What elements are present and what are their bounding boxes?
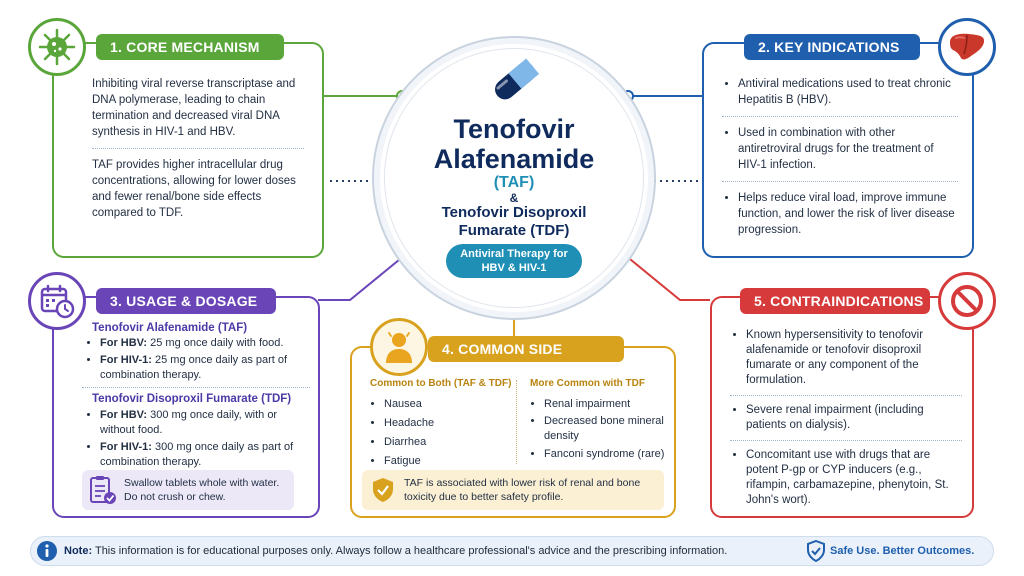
side-effects-col2-list: Renal impairment Decreased bone mineral … — [530, 396, 684, 464]
center-title2-line1: Tenofovir Disoproxil — [441, 204, 587, 221]
core-icon-circle — [28, 18, 86, 76]
core-divider — [92, 148, 304, 149]
side-effect-item: Fanconi syndrome (rare) — [544, 446, 684, 462]
indications-divider — [722, 181, 958, 182]
checklist-icon — [90, 476, 116, 504]
person-icon — [386, 332, 412, 363]
prohibited-icon — [951, 285, 983, 317]
center-badge-line2: HBV & HIV-1 — [481, 262, 547, 274]
usage-icon-circle — [28, 272, 86, 330]
usage-header: 3. USAGE & DOSAGE — [96, 288, 276, 314]
core-mechanism-header: 1. CORE MECHANISM — [96, 34, 284, 60]
usage-taf-title: Tenofovir Alafenamide (TAF) — [92, 322, 248, 334]
contra-list: Known hypersensitivity to tenofovir alaf… — [730, 328, 962, 510]
center-title2-line2: Fumarate (TDF) — [458, 222, 570, 239]
core-paragraph-1: Inhibiting viral reverse transcriptase a… — [92, 78, 296, 138]
side-effects-col-divider — [516, 380, 517, 464]
center-title-line1: Tenofovir — [453, 114, 575, 144]
shield-icon — [373, 478, 393, 502]
contra-item: Severe renal impairment (including patie… — [746, 403, 962, 433]
usage-tdf-hbv-label: For HBV: — [100, 409, 148, 421]
side-effect-item: Fatigue — [384, 453, 524, 470]
indications-divider — [722, 116, 958, 117]
contra-header: 5. CONTRAINDICATIONS — [740, 288, 930, 314]
side-effect-item: Diarrhea — [384, 434, 524, 451]
core-paragraph-2: TAF provides higher intracellular drug c… — [92, 159, 296, 219]
usage-taf-hbv: For HBV: 25 mg once daily with food. — [100, 336, 310, 351]
center-abbr-taf: (TAF) — [493, 174, 535, 191]
center-badge-line1: Antiviral Therapy for — [460, 248, 568, 260]
side-effects-header: 4. COMMON SIDE EFFECTS — [428, 336, 624, 383]
usage-tdf-hiv-text: 300 mg once daily as part of combination… — [100, 441, 294, 468]
usage-tdf-hiv: For HIV-1: 300 mg once daily as part of … — [100, 440, 310, 470]
side-effects-note: TAF is associated with lower risk of ren… — [404, 477, 641, 503]
side-effects-col2-title: More Common with TDF — [530, 378, 645, 389]
center-title-line2: Alafenamide — [433, 144, 595, 174]
contra-item: Concomitant use with drugs that are pote… — [746, 448, 962, 508]
side-effects-note-box — [362, 470, 664, 510]
usage-tip-box — [82, 470, 294, 510]
contra-icon-circle — [938, 272, 996, 330]
contra-panel — [710, 296, 974, 518]
usage-divider — [82, 387, 310, 388]
indications-header: 2. KEY INDICATIONS — [744, 34, 920, 60]
pill-icon — [495, 58, 540, 100]
contra-divider — [730, 395, 962, 396]
usage-tdf-hbv: For HBV: 300 mg once daily, with or with… — [100, 408, 310, 438]
core-text-block: Inhibiting viral reverse transcriptase a… — [92, 76, 304, 221]
usage-content: Tenofovir Alafenamide (TAF) For HBV: 25 … — [70, 322, 310, 472]
side-effect-item: Nausea — [384, 396, 524, 413]
usage-taf-hiv-text: 25 mg once daily as part of combination … — [100, 354, 288, 381]
usage-taf-hbv-label: For HBV: — [100, 337, 148, 349]
side-effect-item: Headache — [384, 415, 524, 432]
liver-icon — [950, 33, 985, 60]
usage-taf-hbv-text: 25 mg once daily with food. — [150, 337, 284, 349]
center-ampersand: & — [509, 191, 519, 205]
virus-icon — [38, 28, 76, 66]
side-effects-col1-title: Common to Both (TAF & TDF) — [370, 378, 512, 389]
usage-tip-text: Swallow tablets whole with water. Do not… — [124, 477, 280, 503]
info-icon — [37, 541, 57, 561]
usage-tdf-hiv-label: For HIV-1: — [100, 441, 152, 453]
contra-divider — [730, 440, 962, 441]
contra-item: Known hypersensitivity to tenofovir alaf… — [746, 328, 962, 388]
usage-tdf-title: Tenofovir Disoproxil Fumarate (TDF) — [92, 393, 292, 405]
usage-taf-hiv-label: For HIV-1: — [100, 354, 152, 366]
calendar-icon — [40, 284, 75, 319]
center-inner-ring — [384, 48, 644, 308]
indication-item: Helps reduce viral load, improve immune … — [738, 190, 958, 238]
core-mechanism-panel — [52, 42, 324, 258]
indication-item: Antiviral medications used to treat chro… — [738, 76, 958, 108]
indications-icon-circle — [938, 18, 996, 76]
footer-bar — [30, 536, 994, 566]
side-effect-item: Renal impairment — [544, 396, 684, 412]
side-effects-icon-circle — [370, 318, 428, 376]
footer-note: Note: This information is for educationa… — [64, 544, 784, 558]
side-effect-item: Decreased bone mineral density — [544, 414, 684, 444]
footer-note-label: Note: — [64, 545, 93, 557]
footer-tagline: Safe Use. Better Outcomes. — [830, 545, 975, 557]
footer-note-text: This information is for educational purp… — [94, 545, 728, 557]
usage-tdf-hbv-text: 300 mg once daily, with or without food. — [100, 409, 278, 436]
shield-check-icon — [807, 540, 825, 562]
indication-item: Used in combination with other antiretro… — [738, 125, 958, 173]
indications-list: Antiviral medications used to treat chro… — [722, 76, 958, 240]
side-effects-col1-list: Nausea Headache Diarrhea Fatigue — [370, 396, 524, 472]
usage-taf-hiv: For HIV-1: 25 mg once daily as part of c… — [100, 353, 310, 383]
center-badge: Antiviral Therapy for HBV & HIV-1 — [446, 244, 582, 278]
